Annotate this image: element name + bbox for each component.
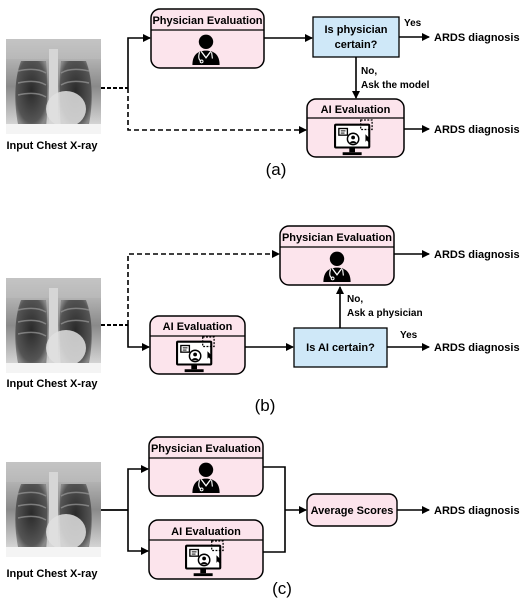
- physician-eval-box: Physician Evaluation: [150, 8, 265, 69]
- ai-eval-title: AI Evaluation: [163, 321, 233, 333]
- yes-label: Yes: [404, 18, 422, 29]
- connector: [127, 510, 149, 555]
- xray-image: [6, 462, 101, 557]
- ai-eval-box: AI Evaluation: [149, 315, 246, 375]
- input-label: Input Chest X-ray: [6, 378, 98, 390]
- physician-eval-title: Physician Evaluation: [151, 443, 261, 455]
- decision-text: Is physician: [325, 24, 388, 36]
- input-label: Input Chest X-ray: [6, 568, 98, 580]
- panel-tag: (a): [266, 160, 287, 179]
- panel-tag: (c): [272, 579, 292, 598]
- connector: [127, 465, 149, 510]
- panel-a: Input Chest X-ray Physician Evaluation I…: [6, 8, 520, 179]
- connector: [263, 466, 286, 553]
- decision-text: Is AI certain?: [306, 342, 375, 354]
- xray-image: [6, 278, 101, 373]
- physician-eval-title: Physician Evaluation: [282, 232, 392, 244]
- physician-eval-title: Physician Evaluation: [152, 15, 262, 27]
- decision-box: Is AI certain?: [293, 327, 388, 368]
- no-label: Ask the model: [361, 80, 430, 91]
- average-scores-box: Average Scores: [306, 493, 398, 527]
- output-label: ARDS diagnosis: [434, 32, 520, 44]
- ai-eval-title: AI Evaluation: [321, 104, 391, 116]
- physician-eval-box: Physician Evaluation: [279, 225, 395, 286]
- physician-eval-box: Physician Evaluation: [148, 436, 264, 497]
- output-label: ARDS diagnosis: [434, 342, 520, 354]
- no-label: No,: [361, 66, 377, 77]
- yes-label: Yes: [400, 330, 418, 341]
- output-label: ARDS diagnosis: [434, 124, 520, 136]
- xray-image: [6, 39, 101, 134]
- panel-tag: (b): [255, 396, 276, 415]
- average-scores-text: Average Scores: [311, 505, 394, 517]
- input-label: Input Chest X-ray: [6, 140, 98, 152]
- connector: [127, 325, 150, 351]
- no-label: Ask a physician: [347, 308, 423, 319]
- ai-eval-title: AI Evaluation: [171, 526, 241, 538]
- no-label: No,: [347, 294, 363, 305]
- output-label: ARDS diagnosis: [434, 505, 520, 517]
- ai-eval-box: AI Evaluation: [148, 519, 264, 580]
- connector: [127, 88, 307, 134]
- panel-c: Input Chest X-ray Physician Evaluation A…: [6, 436, 520, 598]
- panel-b: Input Chest X-ray Physician Evaluation A…: [6, 225, 520, 415]
- output-label: ARDS diagnosis: [434, 249, 520, 261]
- decision-text: certain?: [335, 39, 378, 51]
- decision-box: Is physician certain?: [312, 16, 400, 58]
- ai-eval-box: AI Evaluation: [306, 98, 405, 158]
- connector: [127, 34, 151, 88]
- connector: [127, 250, 280, 325]
